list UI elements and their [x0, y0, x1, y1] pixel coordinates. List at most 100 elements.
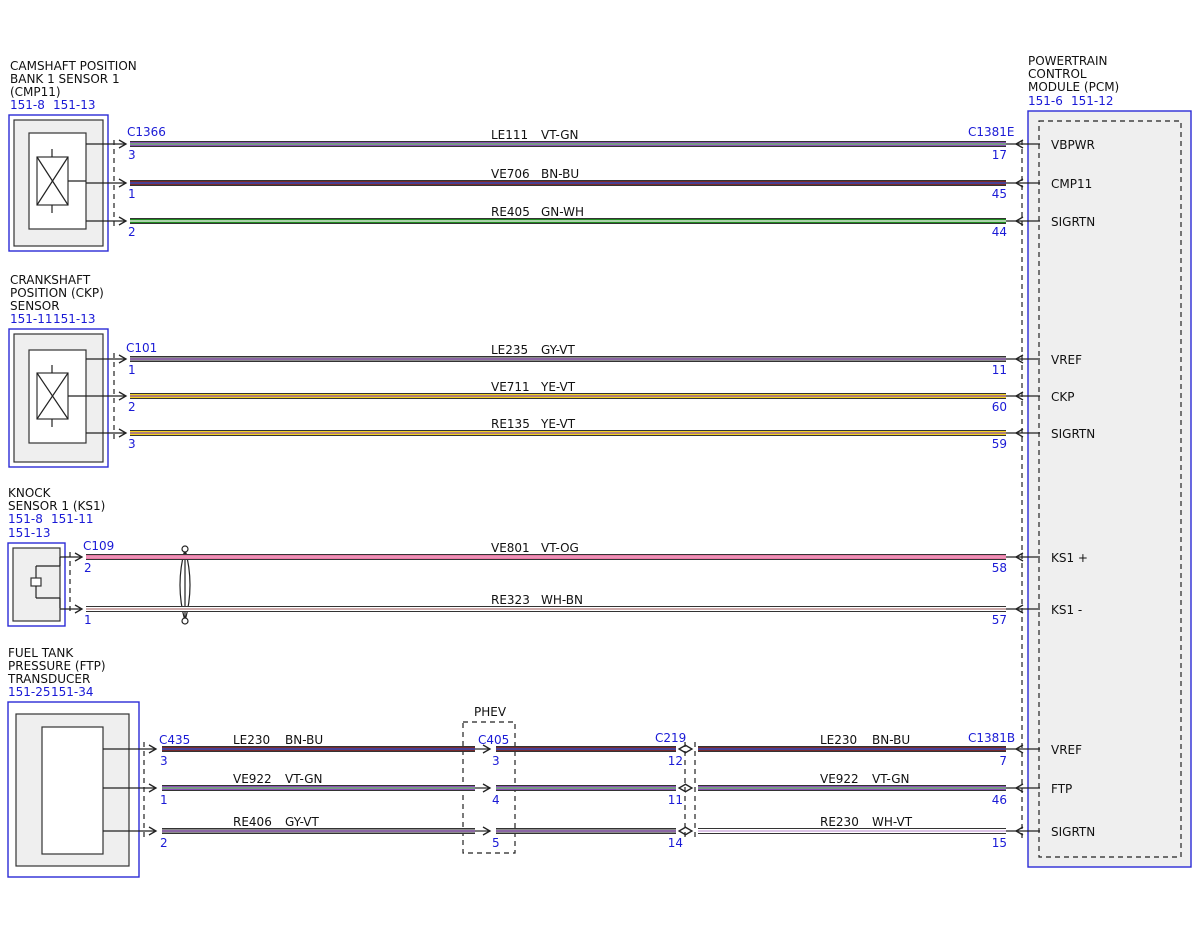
ftp-wire-2-pin-c405: 5 — [492, 836, 500, 850]
ftp-wire-0-seg-a[interactable] — [162, 746, 475, 752]
wire-ve711-left-pin: 2 — [128, 400, 136, 414]
wire-re405[interactable] — [130, 218, 1006, 224]
connector-c1381b[interactable]: C1381B — [968, 731, 1015, 745]
ftp-wire-1-circuit-left: VE922 — [233, 772, 272, 786]
wire-re405-signal: SIGRTN — [1051, 215, 1095, 229]
wire-ve706[interactable] — [130, 180, 1006, 186]
ftp-wire-2-pin-c435: 2 — [160, 836, 168, 850]
wire-re323-circuit: RE323 — [491, 593, 530, 607]
ftp-ref-2[interactable]: 151-34 — [51, 685, 94, 699]
connector-c435[interactable]: C435 — [159, 733, 190, 747]
wire-ve801-left-arrow-icon — [74, 552, 84, 562]
ftp-wire-0-pin-c219: 12 — [668, 754, 683, 768]
ftp-wire-2-seg-a[interactable] — [162, 828, 475, 834]
pcm-ref-2[interactable]: 151-12 — [1071, 94, 1114, 108]
ftp-wire-0-code-right: BN-BU — [872, 733, 910, 747]
ftp-wire-0-code-left: BN-BU — [285, 733, 323, 747]
wire-le235-left-arrow-icon — [118, 354, 128, 364]
wire-re323-left-arrow-icon — [74, 604, 84, 614]
wire-ve801-left-pin: 2 — [84, 561, 92, 575]
ckp-ref-2[interactable]: 151-13 — [53, 312, 96, 326]
ftp-wire-2-seg-c[interactable] — [698, 828, 1006, 834]
pcm-ref-1[interactable]: 151-6 — [1028, 94, 1063, 108]
wire-re135[interactable] — [130, 430, 1006, 436]
ftp-wire-0-pcm-arrow-icon — [1014, 744, 1024, 754]
ftp-wire-1-code-left: VT-GN — [285, 772, 322, 786]
connector-c219[interactable]: C219 — [655, 731, 686, 745]
ckp-title-line-2: POSITION (CKP) — [10, 286, 104, 300]
wire-ve706-left-arrow-icon — [118, 178, 128, 188]
wire-ve711-right-pin: 60 — [992, 400, 1007, 414]
wire-re323-right-arrow-icon — [1014, 604, 1024, 614]
wire-re405-color-code: GN-WH — [541, 205, 584, 219]
ftp-title-line-2: PRESSURE (FTP) — [8, 659, 106, 673]
ftp-wire-0-seg-b[interactable] — [496, 746, 676, 752]
ftp-wire-2-seg-b[interactable] — [496, 828, 676, 834]
wire-re135-circuit: RE135 — [491, 417, 530, 431]
wire-re135-right-arrow-icon — [1014, 428, 1024, 438]
wire-re135-right-pin: 59 — [992, 437, 1007, 451]
connector-c1381e[interactable]: C1381E — [968, 125, 1015, 139]
wire-ve711-circuit: VE711 — [491, 380, 530, 394]
connector-c109[interactable]: C109 — [83, 539, 114, 553]
ftp-ref-1[interactable]: 151-25 — [8, 685, 51, 699]
wire-re405-circuit: RE405 — [491, 205, 530, 219]
ftp-wire-1-pin-pcm: 46 — [992, 793, 1007, 807]
wire-ve801-color-code: VT-OG — [541, 541, 579, 555]
wire-re135-color-code: YE-VT — [540, 417, 576, 431]
ckp-ref-1[interactable]: 151-11 — [10, 312, 53, 326]
cmp-ref-1[interactable]: 151-8 — [10, 98, 45, 112]
wire-ve706-circuit: VE706 — [491, 167, 530, 181]
ks-ref-1[interactable]: 151-8 — [8, 512, 43, 526]
ftp-title-line-3: TRANSDUCER — [7, 672, 90, 686]
ftp-wire-0-c435-arrow-icon — [148, 744, 158, 754]
wire-le235-right-pin: 11 — [992, 363, 1007, 377]
wire-ve801-circuit: VE801 — [491, 541, 530, 555]
wire-ve711[interactable] — [130, 393, 1006, 399]
wire-le111[interactable] — [130, 141, 1006, 147]
ckp-sensor-symbol — [8, 328, 109, 468]
wire-re323[interactable] — [86, 606, 1006, 612]
cmp-ref-2[interactable]: 151-13 — [53, 98, 96, 112]
ks-ref-3[interactable]: 151-13 — [8, 526, 51, 540]
ks-ref-2[interactable]: 151-11 — [51, 512, 94, 526]
wire-le111-right-arrow-icon — [1014, 139, 1024, 149]
ftp-wire-1-seg-a[interactable] — [162, 785, 475, 791]
wire-ve801-right-pin: 58 — [992, 561, 1007, 575]
wire-le111-left-arrow-icon — [118, 139, 128, 149]
wire-re135-left-pin: 3 — [128, 437, 136, 451]
pcm-module-box — [1027, 110, 1192, 868]
wire-le111-left-pin: 3 — [128, 148, 136, 162]
wire-ve706-left-pin: 1 — [128, 187, 136, 201]
ftp-wire-1-code-right: VT-GN — [872, 772, 909, 786]
wire-re323-left-pin: 1 — [84, 613, 92, 627]
connector-c405[interactable]: C405 — [478, 733, 509, 747]
ftp-wire-1-c219-right-arrow-icon — [684, 783, 694, 793]
ftp-wire-2-c219-right-arrow-icon — [684, 826, 694, 836]
wire-le235-circuit: LE235 — [491, 343, 528, 357]
ftp-wire-2-circuit-right: RE230 — [820, 815, 859, 829]
ftp-wire-1-seg-b[interactable] — [496, 785, 676, 791]
cmp-title-line-2: BANK 1 SENSOR 1 — [10, 72, 120, 86]
wire-ve711-color-code: YE-VT — [540, 380, 576, 394]
wire-le235[interactable] — [130, 356, 1006, 362]
phev-label: PHEV — [474, 705, 507, 719]
wire-re323-signal: KS1 - — [1051, 603, 1082, 617]
pcm-title-line-1: POWERTRAIN — [1028, 54, 1108, 68]
wire-re135-left-arrow-icon — [118, 428, 128, 438]
cmp-sensor-symbol — [8, 114, 109, 252]
connector-c1366[interactable]: C1366 — [127, 125, 166, 139]
ftp-wire-1-c435-arrow-icon — [148, 783, 158, 793]
pcm-title-line-2: CONTROL — [1028, 67, 1087, 81]
ftp-wire-2-c219-left-arrow-icon — [677, 826, 687, 836]
wire-ve801[interactable] — [86, 554, 1006, 560]
ftp-wire-1-seg-c[interactable] — [698, 785, 1006, 791]
ftp-wire-0-seg-c[interactable] — [698, 746, 1006, 752]
ftp-wire-2-pcm-arrow-icon — [1014, 826, 1024, 836]
connector-c101[interactable]: C101 — [126, 341, 157, 355]
ftp-wire-2-code-left: GY-VT — [285, 815, 319, 829]
cmp-title-line-3: (CMP11) — [10, 85, 61, 99]
wire-re405-right-arrow-icon — [1014, 216, 1024, 226]
